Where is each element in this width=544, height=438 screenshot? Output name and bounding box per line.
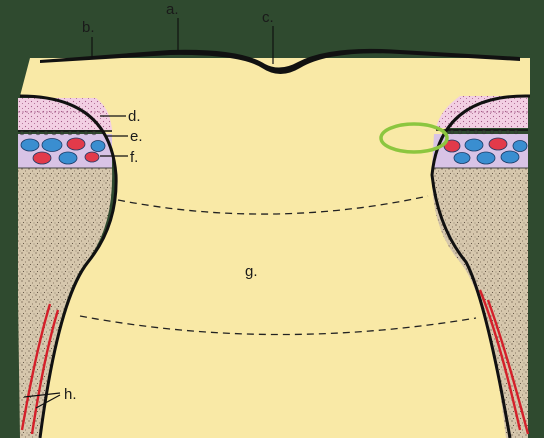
- label-d: d.: [128, 108, 141, 125]
- right-boundary-line: [430, 94, 531, 438]
- label-h: h.: [64, 386, 77, 403]
- highlight-ellipse[interactable]: [379, 122, 449, 154]
- label-f: f.: [130, 149, 138, 166]
- left-cell-row: [20, 137, 106, 165]
- label-g: g.: [245, 263, 258, 280]
- upper-dashed-line: [117, 195, 429, 215]
- surface-membrane: [40, 48, 520, 74]
- left-stippled-region: [18, 168, 113, 438]
- left-boundary-line: [19, 94, 118, 438]
- right-stippled-region: [431, 168, 528, 438]
- label-a: a.: [166, 1, 179, 18]
- label-e: e.: [130, 128, 143, 145]
- right-cell-row: [443, 137, 528, 165]
- label-c: c.: [262, 9, 274, 26]
- lower-dashed-line: [79, 315, 477, 336]
- leader-lines: [23, 18, 274, 409]
- right-vessel: [478, 289, 530, 435]
- left-pink-layer: [18, 98, 112, 130]
- label-b: b.: [82, 19, 95, 36]
- left-vessel: [20, 303, 60, 435]
- cytoplasm-region: [20, 58, 530, 438]
